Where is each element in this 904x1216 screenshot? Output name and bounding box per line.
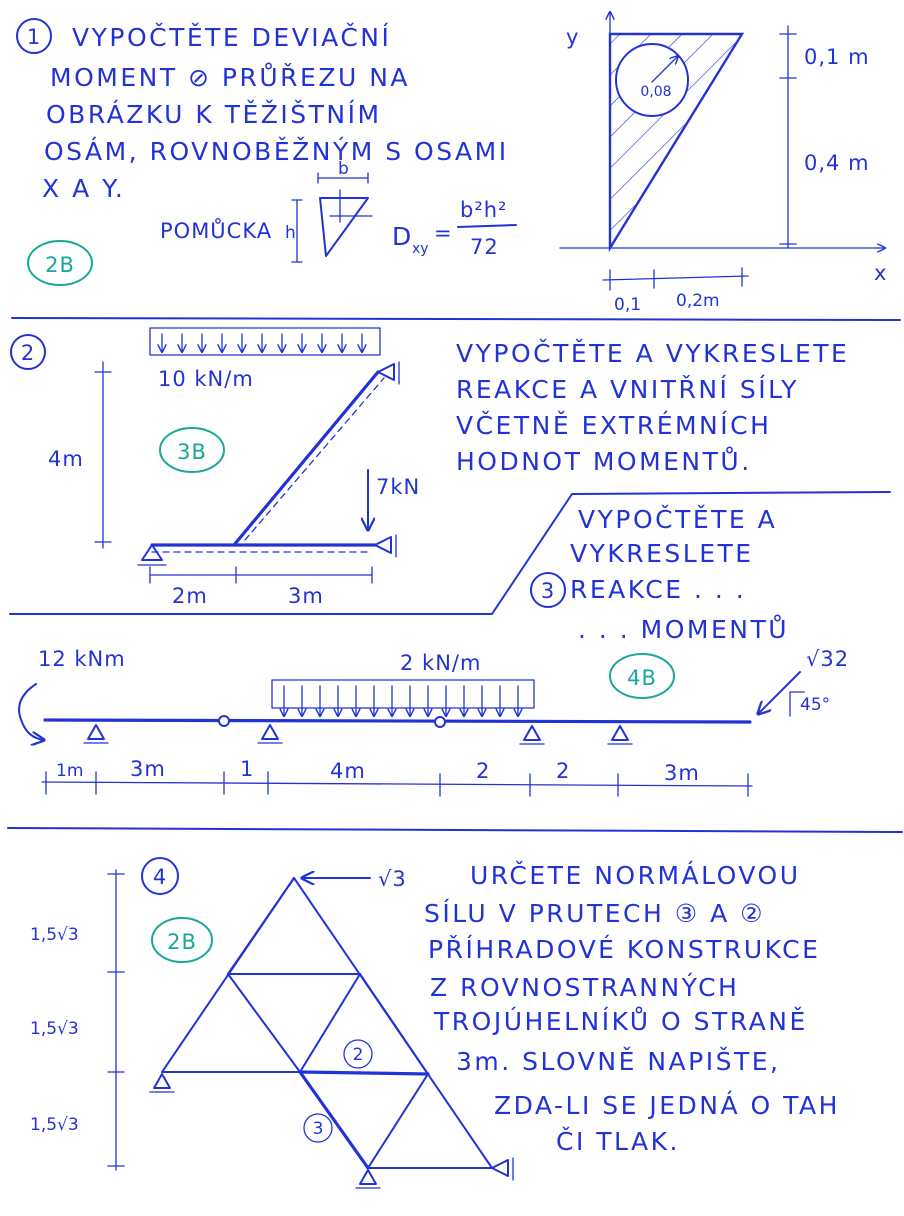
distributed-load (149, 327, 381, 356)
task-text-line: OBRÁZKU K TĚŽIŠTNÍM (46, 99, 382, 129)
task-number-circle (141, 857, 179, 895)
dim-label: 3m (130, 757, 166, 781)
dim-label: 2 (556, 759, 570, 783)
circular-hole (615, 43, 689, 117)
section-divider (11, 317, 901, 321)
dimension-line (41, 781, 753, 787)
points-badge (609, 653, 675, 699)
formula-sub: xy (412, 241, 429, 257)
points-label: 2B (167, 930, 197, 954)
dim-label: 1,5√3 (30, 925, 79, 945)
task-number-circle (530, 572, 566, 608)
task-4: 4 1,5√3 1,5√3 1,5√3 2B √3 (30, 857, 840, 1189)
dim-height: 4m (48, 447, 84, 471)
dim-span-a: 2m (172, 584, 208, 608)
angle-label: 45° (800, 695, 830, 715)
task-text-line: REAKCE A VNITŘNÍ SÍLY (456, 375, 799, 404)
task-2: 2 10 kN/m 4m 3B (10, 327, 849, 608)
points-badge (27, 240, 93, 286)
task-text-line: VYKRESLETE (570, 539, 754, 568)
force-label: √3 (378, 867, 407, 891)
task-text-line: HODNOT MOMENTŮ. (456, 446, 752, 476)
task-number: 3 (541, 579, 555, 603)
task-1: 1 VYPOČTĚTE DEVIAČNÍ MOMENT ⊘ PRŮŘEZU NA… (16, 12, 887, 315)
task-text-line: VYPOČTĚTE A (578, 504, 777, 534)
dim-label: 2 (476, 759, 490, 783)
load-label: 10 kN/m (158, 367, 254, 391)
dim-label: 3m (664, 761, 700, 785)
hint-b: b (338, 159, 349, 179)
task-number-circle (16, 18, 52, 54)
hint-label: POMŮCKA (160, 217, 272, 243)
axis-y-label: y (566, 25, 579, 49)
points-label: 4B (627, 666, 657, 690)
svg-text:=: = (434, 221, 453, 245)
formula-numerator: b²h² (460, 198, 507, 222)
task-text-line: MOMENT ⊘ PRŮŘEZU NA (50, 62, 410, 92)
task-text-line: VČETNĚ EXTRÉMNÍCH (456, 410, 771, 440)
task-text-line: VYPOČTĚTE A VYKRESLETE (456, 338, 849, 368)
task-text-line: ZDA-LI SE JEDNÁ O TAH (494, 1091, 840, 1120)
task-text-line: Z ROVNOSTRANNÝCH (430, 973, 739, 1002)
dim-top: 0,1 m (804, 45, 870, 69)
cross-section-diagram: y x 0,08 0,1 m 0,4 m 0,1 0,2m (559, 12, 887, 315)
task-number-circle (10, 334, 46, 370)
task-text-line: URČETE NORMÁLOVOU (470, 860, 801, 890)
task-text-line: PŘÍHRADOVÉ KONSTRUKCE (428, 935, 820, 964)
dim-label: 1,5√3 (30, 1115, 79, 1135)
task-text-line: OSÁM, ROVNOBĚŽNÝM S OSAMI (44, 137, 509, 166)
dim-left: 0,1 (614, 295, 641, 315)
task-number: 4 (153, 865, 167, 889)
formula-lhs: D (392, 222, 414, 251)
load-label: 2 kN/m (400, 651, 481, 675)
task-3: VYPOČTĚTE A VYKRESLETE 3 REAKCE . . . . … (18, 504, 849, 797)
dim-label: 1 (240, 757, 254, 781)
dim-label: 1,5√3 (30, 1019, 79, 1039)
task-text-line: 3m. SLOVNĚ NAPIŠTE, (456, 1046, 780, 1076)
axis-x-label: x (874, 261, 887, 285)
dim-label: 1m (56, 761, 83, 781)
points-badge (159, 427, 225, 473)
dim-height: 0,4 m (804, 151, 870, 175)
moment-label: 12 kNm (38, 647, 126, 671)
task-text-line: REAKCE . . . (570, 575, 746, 604)
hint-triangle: h b (285, 159, 373, 263)
member-label-3: 3 (313, 1119, 324, 1139)
points-badge (151, 917, 213, 963)
task-text-line: SÍLU V PRUTECH ③ A ② (424, 899, 765, 928)
hole-radius: 0,08 (640, 84, 671, 100)
points-label: 3B (177, 440, 207, 464)
force-label: √32 (806, 647, 849, 671)
section-divider (7, 827, 903, 833)
task-text-line: X A Y. (42, 174, 125, 203)
member-label-2: 2 (353, 1045, 364, 1065)
dim-span-b: 3m (288, 584, 324, 608)
dim-right: 0,2m (676, 291, 720, 311)
hint-h: h (285, 223, 296, 243)
task-text-line: TROJÚHELNÍKŮ O STRANĚ (433, 1006, 808, 1036)
task-number: 2 (21, 341, 35, 365)
frame-structure (137, 361, 400, 566)
continuous-beam (18, 671, 805, 744)
truss-diagram (149, 877, 514, 1189)
task-text-line: . . . MOMENTŮ (578, 614, 789, 644)
dim-label: 4m (330, 759, 366, 783)
points-label: 2B (45, 253, 75, 277)
task-text-line: ČI TLAK. (556, 1126, 680, 1156)
section-divider (9, 491, 891, 615)
task-number: 1 (27, 25, 41, 49)
task-text-line: VYPOČTĚTE DEVIAČNÍ (72, 22, 391, 52)
force-label: 7kN (376, 475, 420, 499)
formula-denominator: 72 (470, 235, 499, 259)
